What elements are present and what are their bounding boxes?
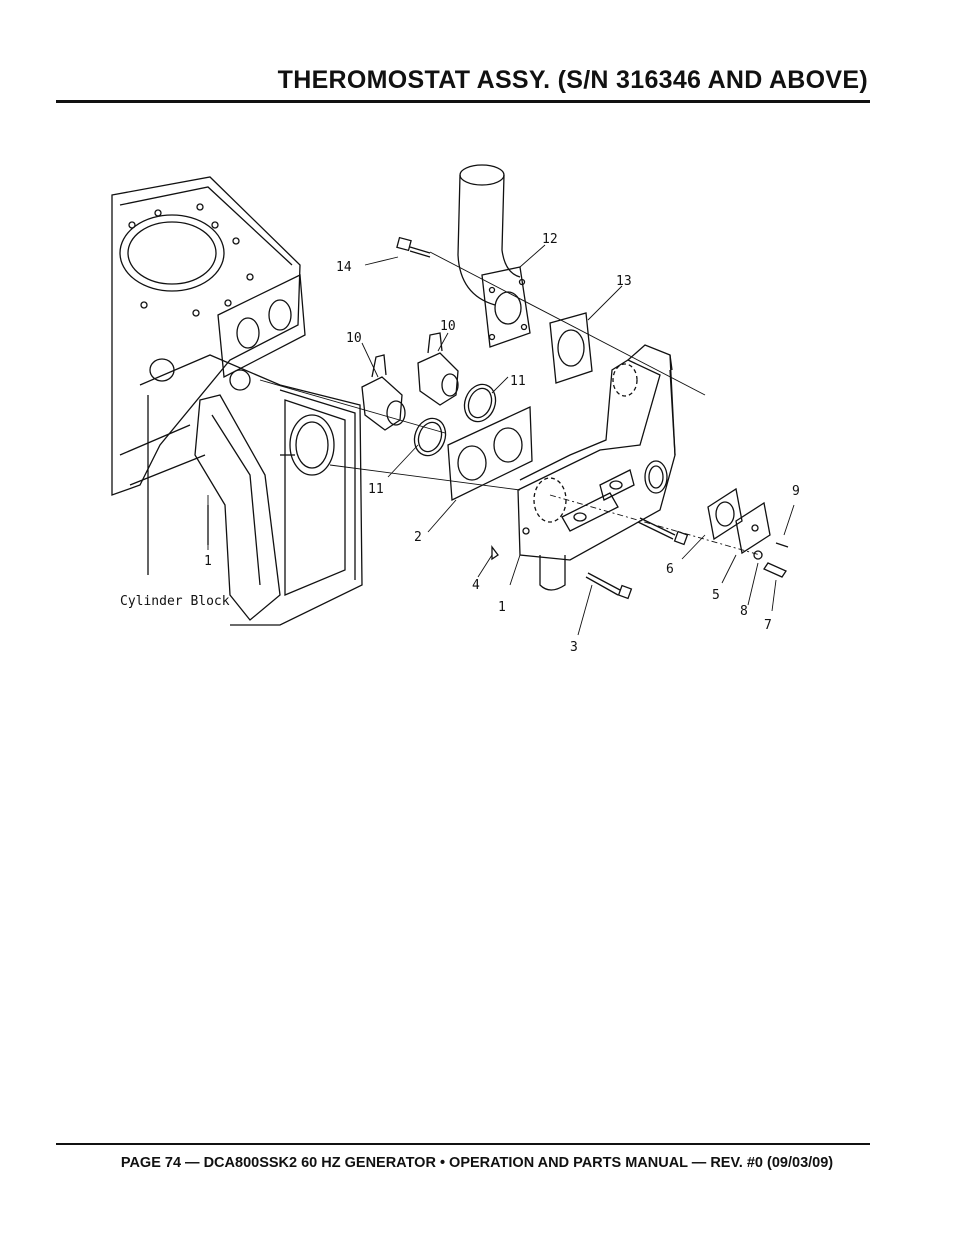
gasket-2-drawing	[447, 405, 533, 502]
callout-14: 14	[336, 260, 352, 275]
thermostats-drawing	[361, 332, 459, 431]
elbow-pipe-drawing	[457, 164, 531, 348]
callout-10-right: 10	[440, 319, 456, 334]
footer-rule	[56, 1143, 870, 1145]
header-rule	[56, 100, 870, 103]
page-title: THEROMOSTAT ASSY. (S/N 316346 AND ABOVE)	[277, 66, 868, 94]
bolts-drawing	[491, 517, 689, 600]
cover-gaskets-drawing	[707, 487, 789, 578]
callout-6: 6	[666, 562, 674, 577]
callout-11-left: 11	[368, 482, 384, 497]
callout-12: 12	[542, 232, 558, 247]
callout-9: 9	[792, 484, 800, 499]
callout-4: 4	[472, 578, 480, 593]
o-rings-drawing	[413, 383, 497, 457]
bolt-14-drawing	[396, 236, 431, 258]
callout-7: 7	[764, 618, 772, 633]
callout-8: 8	[740, 604, 748, 619]
cylinder-block-label: Cylinder Block	[120, 594, 230, 609]
callout-1-block: 1	[204, 554, 212, 569]
thermostat-housing-drawing	[517, 344, 676, 591]
callout-5: 5	[712, 588, 720, 603]
page-footer: PAGE 74 — DCA800SSK2 60 HZ GENERATOR • O…	[120, 1155, 834, 1171]
callout-1-housing: 1	[498, 600, 506, 615]
callout-13: 13	[616, 274, 632, 289]
exploded-parts-diagram: 14 12 13 10 10 11 11 2 4 1 1 3 6 5 8 7 9…	[111, 164, 800, 655]
callout-3: 3	[570, 640, 578, 655]
cylinder-block-drawing	[111, 176, 363, 626]
callout-10-left: 10	[346, 331, 362, 346]
gasket-13-drawing	[549, 312, 593, 384]
callout-2: 2	[414, 530, 422, 545]
callout-11-right: 11	[510, 374, 526, 389]
